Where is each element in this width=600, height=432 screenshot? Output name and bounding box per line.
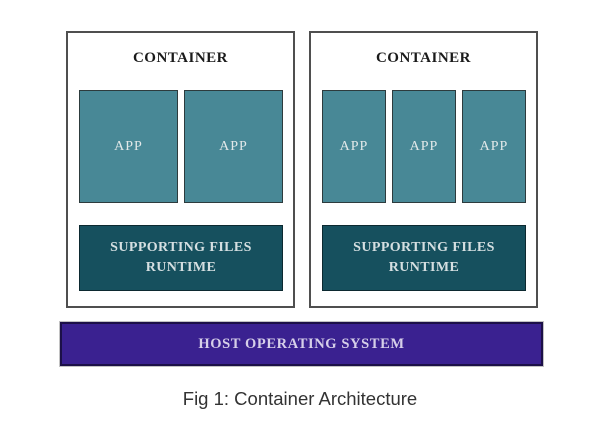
container-box-right: CONTAINER APP APP APP SUPPORTING FILES R…	[309, 31, 538, 308]
supporting-files-runtime-box: SUPPORTING FILES RUNTIME	[322, 225, 526, 291]
supporting-files-label: SUPPORTING FILES	[110, 239, 252, 255]
apps-row: APP APP APP	[322, 90, 526, 203]
supporting-files-runtime-box: SUPPORTING FILES RUNTIME	[79, 225, 283, 291]
app-box: APP	[462, 90, 526, 203]
host-operating-system-bar: HOST OPERATING SYSTEM	[60, 322, 543, 366]
runtime-label: RUNTIME	[388, 260, 460, 275]
container-title: CONTAINER	[132, 50, 229, 66]
app-box: APP	[184, 90, 283, 203]
app-box: APP	[79, 90, 178, 203]
container-box-left: CONTAINER APP APP SUPPORTING FILES RUNTI…	[66, 31, 295, 308]
supporting-files-label: SUPPORTING FILES	[353, 239, 495, 255]
app-box: APP	[392, 90, 456, 203]
app-box: APP	[322, 90, 386, 203]
apps-row: APP APP	[79, 90, 283, 203]
runtime-label: RUNTIME	[145, 260, 217, 275]
container-title: CONTAINER	[375, 50, 472, 66]
figure-caption: Fig 1: Container Architecture	[182, 388, 418, 409]
